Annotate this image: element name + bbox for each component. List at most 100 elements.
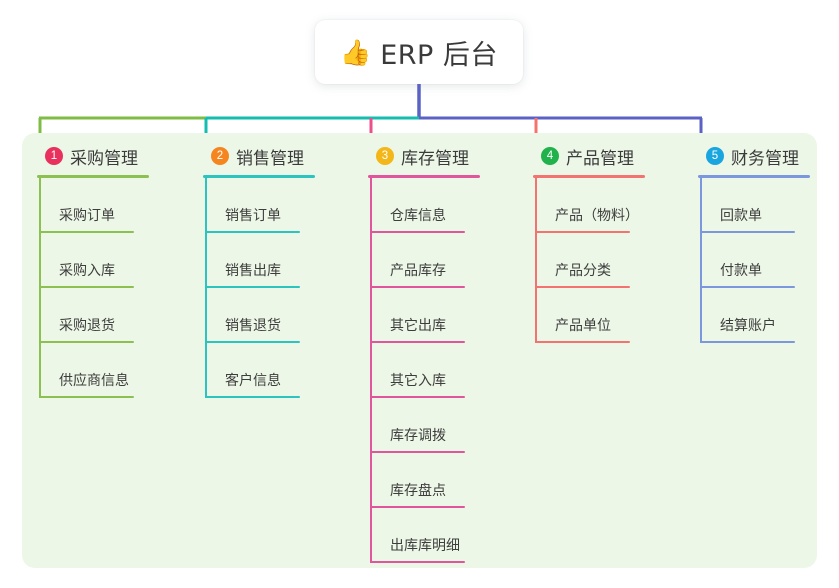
branch-header-rule — [203, 175, 315, 178]
branch-item-rule — [535, 341, 630, 343]
branch-item-label: 库存调拨 — [390, 428, 446, 444]
branch-item-label: 仓库信息 — [390, 208, 446, 224]
branch-item-rule — [535, 286, 630, 288]
branch-item-label: 出库库明细 — [390, 538, 460, 554]
root-node[interactable]: 👍 ERP 后台 — [315, 20, 523, 84]
branch-item[interactable]: 产品分类 — [529, 233, 645, 288]
branch-item-rule — [700, 286, 795, 288]
branch-item-label: 客户信息 — [225, 373, 281, 389]
branch-item-label: 付款单 — [720, 263, 762, 279]
branch-item[interactable]: 产品库存 — [364, 233, 480, 288]
branch-item-label: 结算账户 — [720, 318, 776, 334]
branch-item[interactable]: 产品（物料） — [529, 178, 645, 233]
branch-item-list: 采购订单采购入库采购退货供应商信息 — [33, 178, 149, 398]
branch-header-1[interactable]: 1 采购管理 — [33, 143, 149, 169]
branch-item-rule — [39, 231, 134, 233]
branch-item-label: 产品分类 — [555, 263, 611, 279]
branch-item-rule — [39, 396, 134, 398]
branch-item[interactable]: 结算账户 — [694, 288, 810, 343]
branches-panel — [22, 133, 817, 568]
branch-header-3[interactable]: 3 库存管理 — [364, 143, 480, 169]
branch-number-badge: 3 — [376, 147, 394, 165]
branch-column-4: 4 产品管理产品（物料） 产品分类产品单位 — [529, 143, 645, 343]
branch-item-rule — [205, 286, 300, 288]
branch-item-label: 采购订单 — [59, 208, 115, 224]
branch-item-rule — [370, 231, 465, 233]
branch-title: 采购管理 — [70, 148, 138, 169]
branch-title: 财务管理 — [731, 148, 799, 169]
branch-item[interactable]: 库存盘点 — [364, 453, 480, 508]
branch-item[interactable]: 其它出库 — [364, 288, 480, 343]
branch-item-label: 其它出库 — [390, 318, 446, 334]
branch-header-2[interactable]: 2 销售管理 — [199, 143, 315, 169]
branch-title: 销售管理 — [236, 148, 304, 169]
branch-header-4[interactable]: 4 产品管理 — [529, 143, 645, 169]
branch-item-list: 产品（物料） 产品分类产品单位 — [529, 178, 645, 343]
branch-column-5: 5 财务管理回款单付款单结算账户 — [694, 143, 810, 343]
branch-item-rule — [535, 231, 630, 233]
branch-item-label: 供应商信息 — [59, 373, 129, 389]
branch-column-3: 3 库存管理仓库信息产品库存其它出库其它入库库存调拨库存盘点出库库明细 — [364, 143, 480, 563]
branch-item[interactable]: 销售出库 — [199, 233, 315, 288]
branch-item-rule — [700, 341, 795, 343]
branch-item-rule — [370, 561, 465, 563]
branch-item-list: 回款单付款单结算账户 — [694, 178, 810, 343]
branch-header-rule — [533, 175, 645, 178]
branch-item-rule — [370, 451, 465, 453]
branch-number-badge: 1 — [45, 147, 63, 165]
branch-title: 库存管理 — [401, 148, 469, 169]
branch-item-label: 销售退货 — [225, 318, 281, 334]
branch-item[interactable]: 回款单 — [694, 178, 810, 233]
branch-item-rule — [370, 286, 465, 288]
branch-item-rule — [700, 231, 795, 233]
branch-item-label: 产品（物料） — [555, 208, 639, 224]
branch-item-list: 销售订单销售出库销售退货客户信息 — [199, 178, 315, 398]
branch-spine — [39, 178, 41, 398]
branch-item-rule — [370, 396, 465, 398]
thumbs-up-icon: 👍 — [340, 37, 372, 67]
branch-item[interactable]: 供应商信息 — [33, 343, 149, 398]
branch-item-label: 销售出库 — [225, 263, 281, 279]
branch-header-rule — [698, 175, 810, 178]
root-title: ERP 后台 — [380, 39, 498, 71]
branch-header-rule — [368, 175, 480, 178]
branch-item-rule — [205, 396, 300, 398]
branch-item-label: 销售订单 — [225, 208, 281, 224]
branch-item-rule — [205, 341, 300, 343]
branch-number-badge: 5 — [706, 147, 724, 165]
branch-item[interactable]: 付款单 — [694, 233, 810, 288]
branch-item-label: 产品库存 — [390, 263, 446, 279]
branch-header-rule — [37, 175, 149, 178]
branch-item-label: 库存盘点 — [390, 483, 446, 499]
branch-item-rule — [370, 506, 465, 508]
branch-number-badge: 2 — [211, 147, 229, 165]
branch-number-badge: 4 — [541, 147, 559, 165]
branch-spine — [205, 178, 207, 398]
branch-item-label: 产品单位 — [555, 318, 611, 334]
branch-item[interactable]: 采购退货 — [33, 288, 149, 343]
branch-spine — [535, 178, 537, 343]
branch-item-label: 回款单 — [720, 208, 762, 224]
branch-item[interactable]: 客户信息 — [199, 343, 315, 398]
branch-spine — [370, 178, 372, 563]
branch-item[interactable]: 采购入库 — [33, 233, 149, 288]
branch-spine — [700, 178, 702, 343]
branch-item[interactable]: 仓库信息 — [364, 178, 480, 233]
branch-header-5[interactable]: 5 财务管理 — [694, 143, 810, 169]
branch-item-rule — [39, 341, 134, 343]
branch-item[interactable]: 采购订单 — [33, 178, 149, 233]
branch-title: 产品管理 — [566, 148, 634, 169]
branch-item-rule — [205, 231, 300, 233]
branch-item-label: 其它入库 — [390, 373, 446, 389]
branch-item[interactable]: 出库库明细 — [364, 508, 480, 563]
branch-item[interactable]: 其它入库 — [364, 343, 480, 398]
branch-item[interactable]: 销售退货 — [199, 288, 315, 343]
branch-item[interactable]: 库存调拨 — [364, 398, 480, 453]
branch-item-list: 仓库信息产品库存其它出库其它入库库存调拨库存盘点出库库明细 — [364, 178, 480, 563]
branch-item[interactable]: 产品单位 — [529, 288, 645, 343]
branch-column-1: 1 采购管理采购订单采购入库采购退货供应商信息 — [33, 143, 149, 398]
branch-item-rule — [39, 286, 134, 288]
branch-item-label: 采购退货 — [59, 318, 115, 334]
branch-item[interactable]: 销售订单 — [199, 178, 315, 233]
